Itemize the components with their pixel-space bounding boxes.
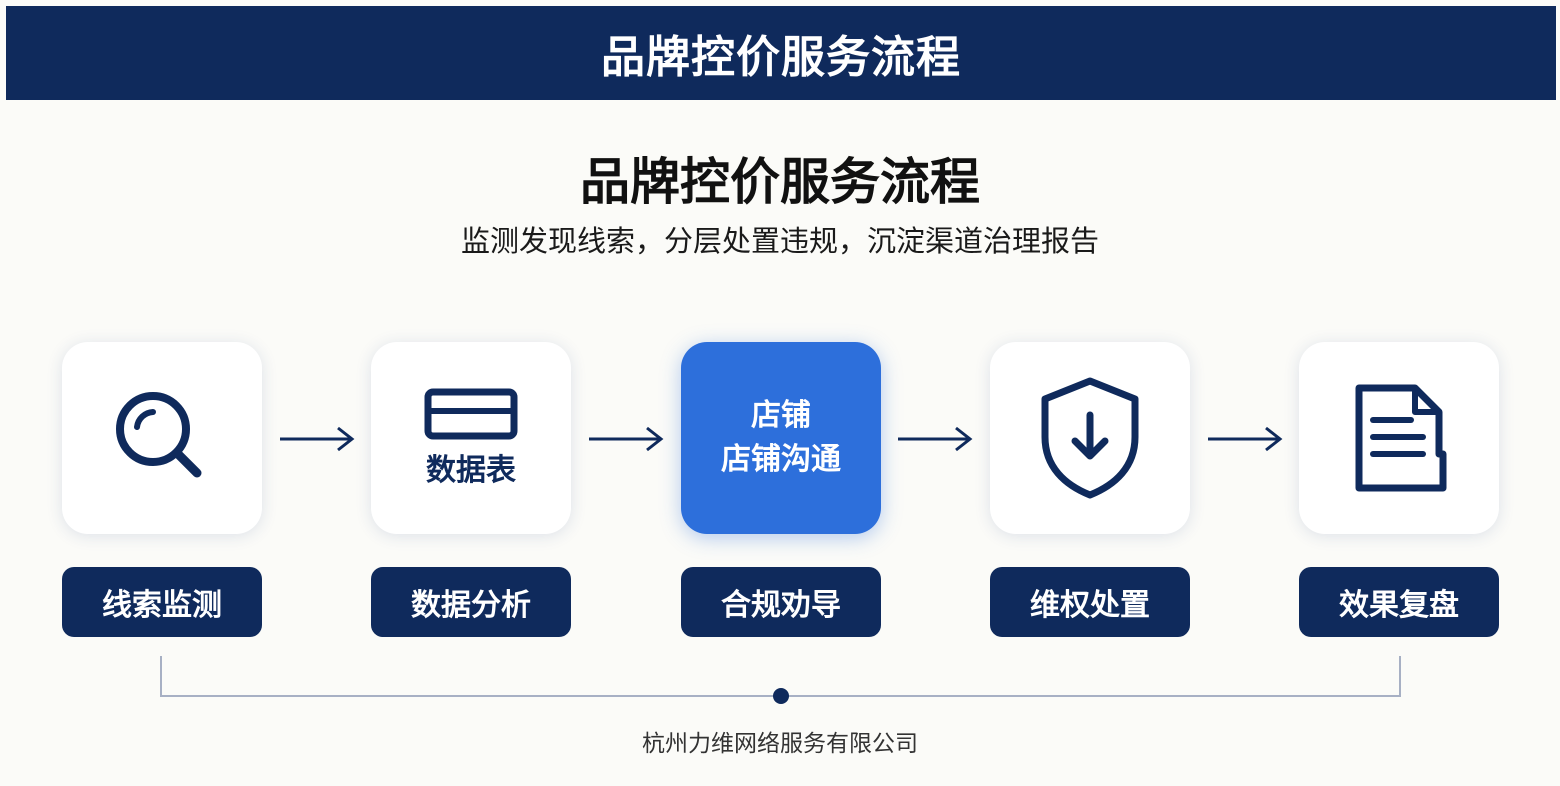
banner-title: 品牌控价服务流程 bbox=[601, 32, 961, 83]
arrow-right-icon bbox=[1208, 426, 1283, 452]
top-banner: 品牌控价服务流程 bbox=[6, 6, 1556, 100]
magnifier-icon bbox=[116, 392, 202, 478]
step-card-review bbox=[1299, 342, 1499, 534]
document-icon bbox=[1355, 384, 1447, 492]
shield-download-icon bbox=[1041, 377, 1139, 499]
step-card-analysis: 数据表 bbox=[371, 342, 571, 534]
card-line-1: 店铺 bbox=[751, 398, 811, 433]
step-label-monitoring: 线索监测 bbox=[62, 567, 262, 637]
step-label-compliance: 合规劝导 bbox=[681, 567, 881, 637]
arrow-right-icon bbox=[898, 426, 973, 452]
step-label-analysis: 数据分析 bbox=[371, 567, 571, 637]
connector-dot bbox=[773, 688, 789, 704]
step-card-monitoring bbox=[62, 342, 262, 534]
bracket-connector bbox=[160, 656, 1401, 704]
step-label-enforcement: 维权处置 bbox=[990, 567, 1190, 637]
step-label-review: 效果复盘 bbox=[1299, 567, 1499, 637]
card-line-2: 店铺沟通 bbox=[721, 442, 841, 477]
arrow-right-icon bbox=[280, 426, 355, 452]
step-card-compliance: 店铺 店铺沟通 bbox=[681, 342, 881, 534]
company-name: 杭州力维网络服务有限公司 bbox=[642, 731, 918, 757]
page-title: 品牌控价服务流程 bbox=[580, 153, 980, 211]
page-subtitle: 监测发现线索，分层处置违规，沉淀渠道治理报告 bbox=[460, 224, 1099, 258]
table-icon bbox=[424, 388, 518, 440]
table-icon-label: 数据表 bbox=[426, 453, 516, 488]
step-card-enforcement bbox=[990, 342, 1190, 534]
arrow-right-icon bbox=[589, 426, 664, 452]
